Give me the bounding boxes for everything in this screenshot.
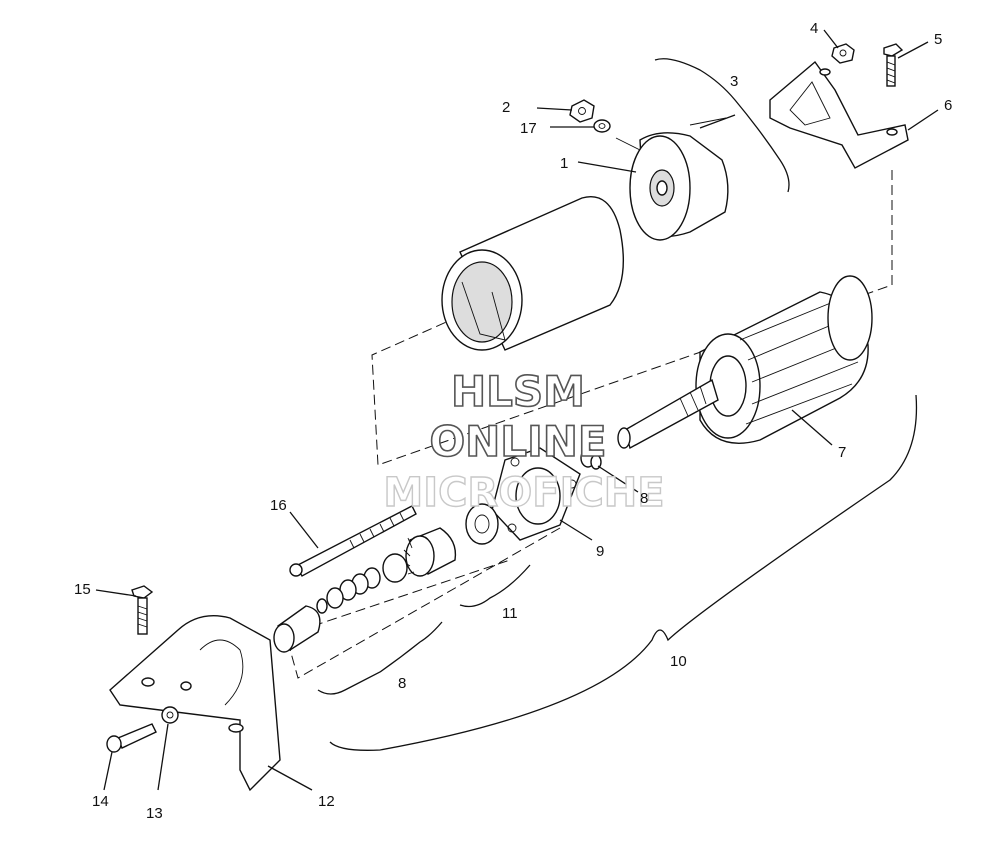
brace-11 bbox=[459, 564, 531, 608]
mount-bracket-12 bbox=[109, 615, 281, 792]
washer-17 bbox=[593, 119, 611, 133]
bolt-5 bbox=[883, 43, 904, 87]
watermark-line2: ONLINE bbox=[429, 417, 606, 466]
watermark-line1: HLSM bbox=[451, 367, 585, 416]
brace-8 bbox=[317, 621, 443, 695]
callout-5: 5 bbox=[934, 31, 942, 48]
spring-collar bbox=[316, 553, 408, 614]
watermark-line3: MICROFICHE bbox=[383, 470, 664, 516]
brace-3 bbox=[654, 58, 790, 193]
end-plate-9 bbox=[491, 447, 581, 541]
callout-2: 2 bbox=[502, 99, 510, 116]
leader-lines bbox=[95, 29, 939, 791]
bolt-14 bbox=[106, 723, 157, 753]
motor-housing bbox=[441, 196, 625, 351]
callouts: 1 2 17 3 4 5 6 7 8 9 16 11 15 8 10 12 13… bbox=[74, 20, 952, 822]
callout-10: 10 bbox=[670, 653, 687, 670]
spacer-washer bbox=[465, 503, 499, 545]
callout-14: 14 bbox=[92, 793, 109, 810]
watermark: HLSM ONLINE MICROFICHE bbox=[383, 366, 666, 517]
callout-12: 12 bbox=[318, 793, 335, 810]
mounting-bracket-top bbox=[769, 60, 909, 169]
nut-4 bbox=[831, 43, 855, 64]
callout-4: 4 bbox=[810, 20, 818, 37]
pinion-gear bbox=[403, 527, 457, 577]
callout-15: 15 bbox=[74, 581, 91, 598]
bolt-15 bbox=[131, 585, 154, 635]
lock-washer-13 bbox=[161, 706, 179, 724]
armature-7 bbox=[617, 275, 873, 450]
callout-16: 16 bbox=[270, 497, 287, 514]
callout-9: 9 bbox=[596, 543, 604, 560]
washers-8-upper bbox=[580, 448, 602, 470]
callout-17: 17 bbox=[520, 120, 537, 137]
end-cap-1 bbox=[615, 114, 736, 241]
bushing-sleeve bbox=[273, 605, 321, 653]
callout-8-lower: 8 bbox=[398, 675, 406, 692]
callout-8-upper: 8 bbox=[640, 490, 648, 507]
callout-13: 13 bbox=[146, 805, 163, 822]
callout-3: 3 bbox=[730, 73, 738, 90]
callout-1: 1 bbox=[560, 155, 568, 172]
callout-6: 6 bbox=[944, 97, 952, 114]
nut-2 bbox=[569, 99, 595, 123]
through-bolt-16 bbox=[289, 505, 417, 577]
brace-10 bbox=[329, 394, 918, 751]
callout-7: 7 bbox=[838, 444, 846, 461]
callout-11: 11 bbox=[502, 605, 518, 622]
